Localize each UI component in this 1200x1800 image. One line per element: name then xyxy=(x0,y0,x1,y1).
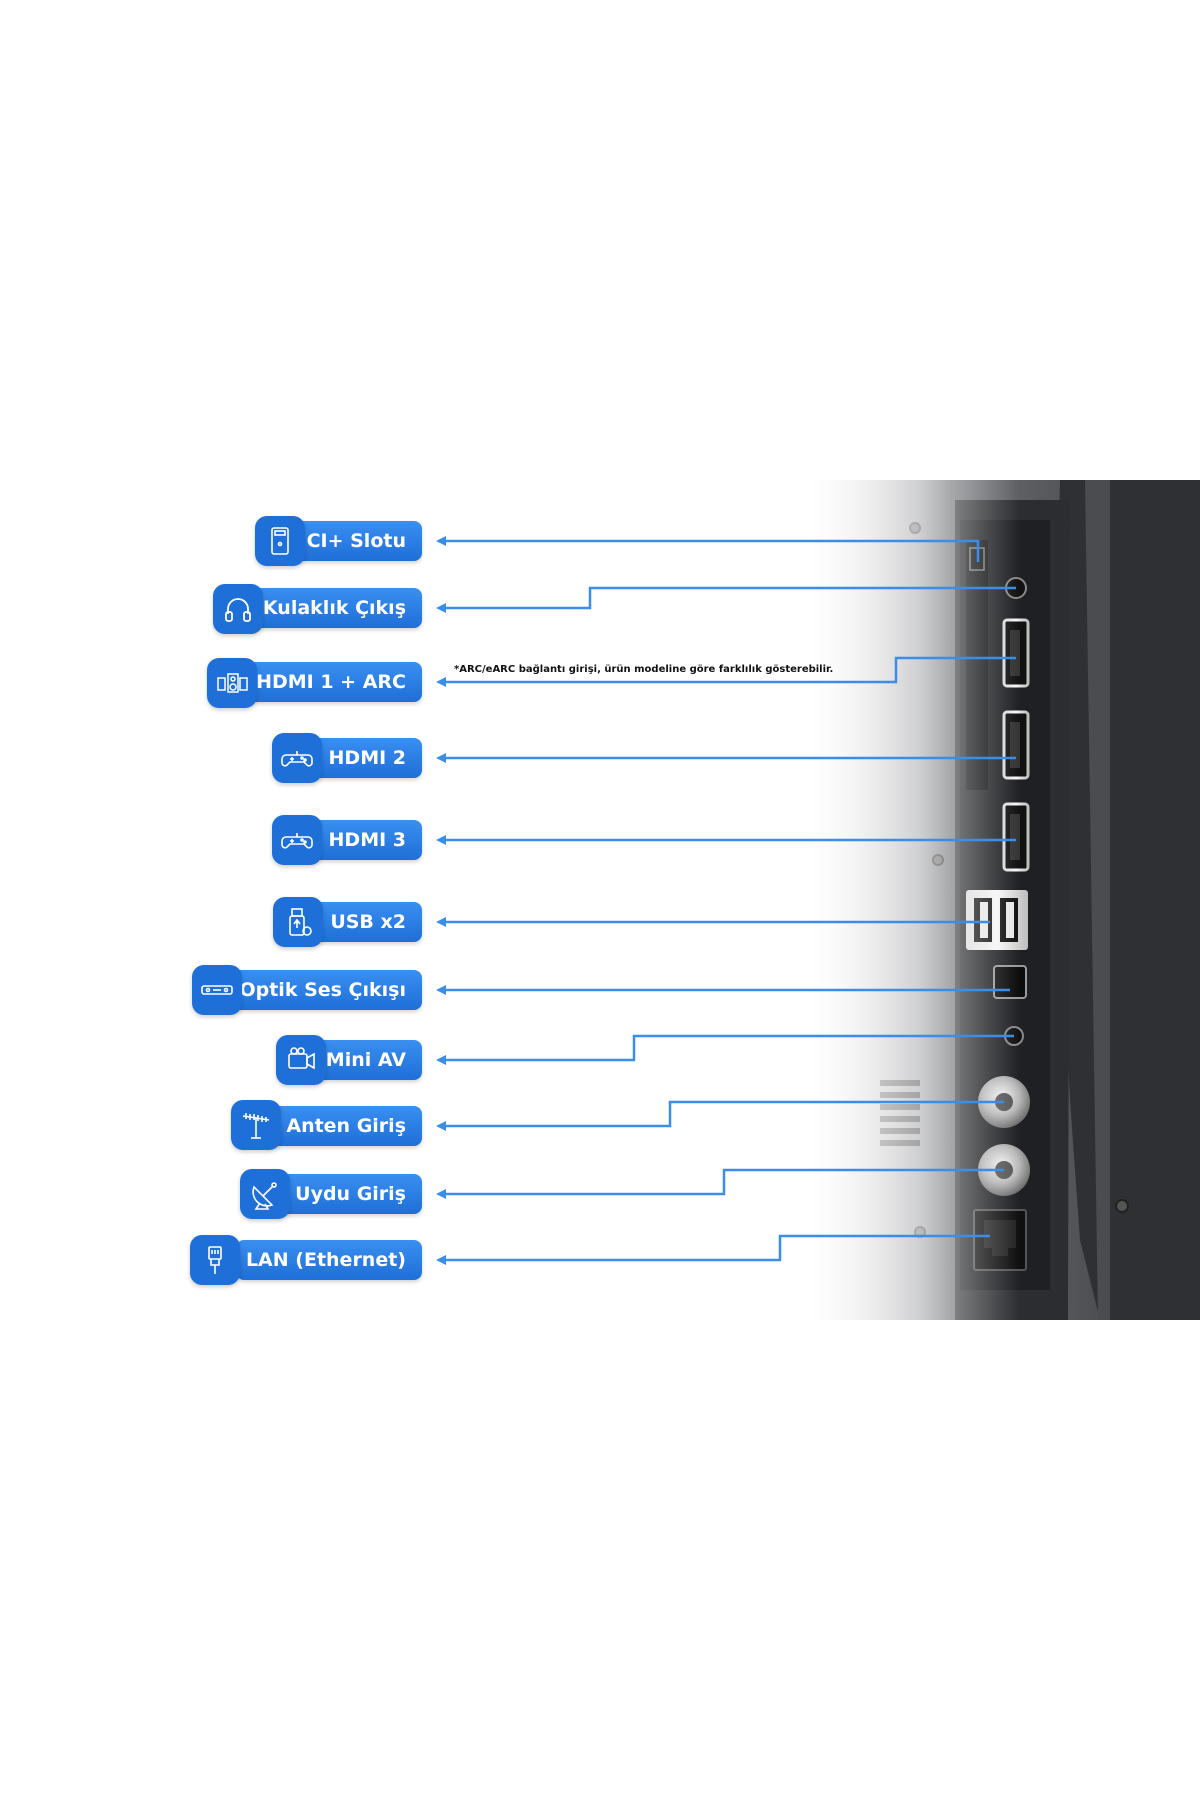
arrowhead xyxy=(436,1121,446,1131)
label-mini-av-text: Mini AV xyxy=(325,1049,406,1071)
arrowhead xyxy=(436,753,446,763)
label-optical: Optik Ses Çıkışı xyxy=(220,970,422,1010)
label-headphone-text: Kulaklık Çıkış xyxy=(262,597,406,619)
arrowhead xyxy=(436,985,446,995)
label-optical-text: Optik Ses Çıkışı xyxy=(239,979,406,1001)
label-antenna: Anten Giriş xyxy=(260,1106,422,1146)
label-lan: LAN (Ethernet) xyxy=(236,1240,422,1280)
arrowhead xyxy=(436,1055,446,1065)
ci-card-icon xyxy=(255,516,305,566)
speaker-system-icon xyxy=(207,658,257,708)
line-headphone xyxy=(440,586,1016,610)
arc-note: *ARC/eARC bağlantı girişi, ürün modeline… xyxy=(454,664,834,675)
line-ci-slot xyxy=(440,539,980,562)
fade-overlay xyxy=(800,478,1020,1320)
line-lan xyxy=(440,1234,990,1262)
label-satellite-text: Uydu Giriş xyxy=(295,1183,406,1205)
label-ci-slot: CI+ Slotu xyxy=(282,521,422,561)
label-usb-text: USB x2 xyxy=(330,911,406,933)
label-headphone: Kulaklık Çıkış xyxy=(242,588,422,628)
ethernet-plug-icon xyxy=(190,1235,240,1285)
label-ci-slot-text: CI+ Slotu xyxy=(306,530,406,552)
label-lan-text: LAN (Ethernet) xyxy=(245,1249,406,1271)
arrowhead xyxy=(436,1189,446,1199)
soundbar-icon xyxy=(192,965,242,1015)
gamepad-icon xyxy=(272,733,322,783)
line-hdmi1 xyxy=(440,656,1016,684)
arrowhead xyxy=(436,835,446,845)
camcorder-icon xyxy=(276,1035,326,1085)
label-hdmi3: HDMI 3 xyxy=(302,820,422,860)
arrowhead xyxy=(436,1255,446,1265)
arrowhead xyxy=(436,917,446,927)
arrowhead xyxy=(436,603,446,613)
tv-side-edge xyxy=(1085,480,1110,1320)
satellite-dish-icon xyxy=(240,1169,290,1219)
gamepad-icon xyxy=(272,815,322,865)
label-hdmi2: HDMI 2 xyxy=(302,738,422,778)
label-hdmi1-text: HDMI 1 + ARC xyxy=(256,671,406,693)
label-hdmi3-text: HDMI 3 xyxy=(328,829,406,851)
label-hdmi1: HDMI 1 + ARC xyxy=(236,662,422,702)
usb-stick-icon xyxy=(273,897,323,947)
label-hdmi2-text: HDMI 2 xyxy=(328,747,406,769)
arrowhead xyxy=(436,677,446,687)
line-satellite xyxy=(440,1168,1004,1196)
label-satellite: Uydu Giriş xyxy=(266,1174,422,1214)
arrowhead xyxy=(436,536,446,546)
line-antenna xyxy=(440,1100,1004,1128)
line-mini-av xyxy=(440,1034,1014,1062)
headphones-icon xyxy=(213,584,263,634)
label-antenna-text: Anten Giriş xyxy=(286,1115,406,1137)
antenna-icon xyxy=(231,1100,281,1150)
